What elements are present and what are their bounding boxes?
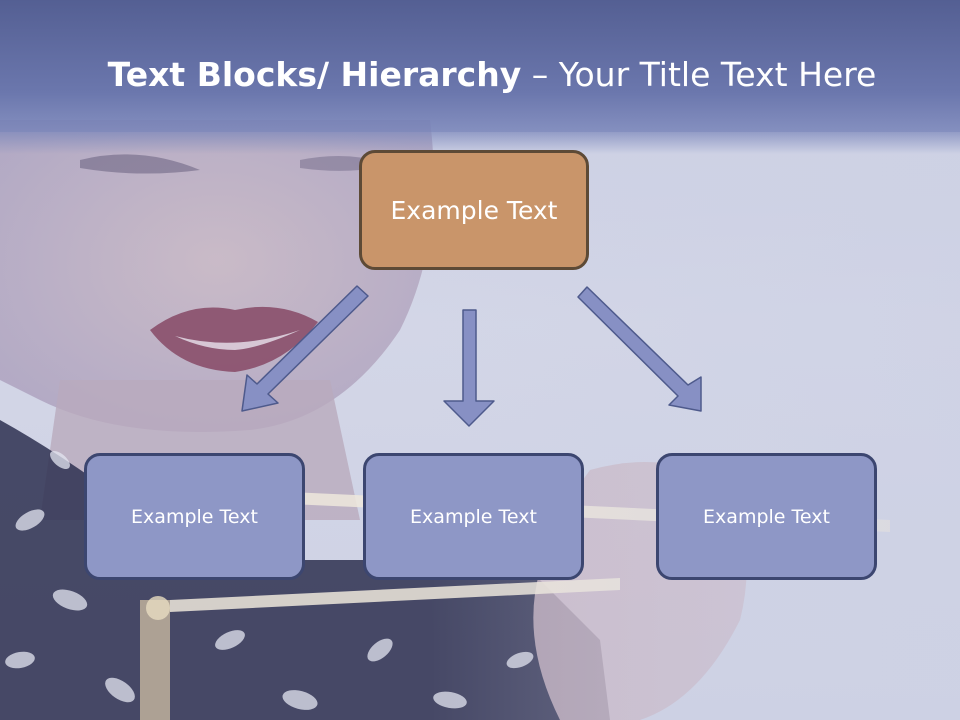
slide-title: Text Blocks/ Hierarchy – Your Title Text… — [0, 53, 960, 97]
arrow-to-center — [443, 309, 495, 427]
slide-title-bold: Text Blocks/ Hierarchy — [107, 55, 522, 94]
slide-title-rest: – Your Title Text Here — [521, 55, 877, 94]
arrow-to-right — [577, 286, 702, 412]
child-box-left-label: Example Text — [131, 505, 258, 528]
arrow-to-left — [241, 285, 369, 412]
child-box-center-label: Example Text — [410, 505, 537, 528]
child-box-right: Example Text — [656, 453, 877, 580]
child-box-right-label: Example Text — [703, 505, 830, 528]
top-level-box: Example Text — [359, 150, 589, 270]
child-box-left: Example Text — [84, 453, 305, 580]
top-level-box-label: Example Text — [390, 195, 558, 225]
child-box-center: Example Text — [363, 453, 584, 580]
title-bar — [0, 0, 960, 154]
